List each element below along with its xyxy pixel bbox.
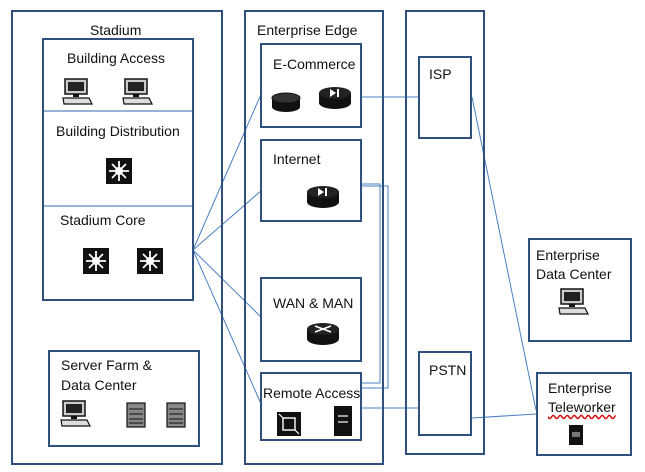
enterprise-data-center-label-line1: Enterprise (536, 247, 600, 263)
internet-box (260, 139, 362, 222)
provider-column (405, 10, 485, 455)
isp-label: ISP (429, 66, 452, 82)
building-access-label: Building Access (67, 50, 166, 66)
stadium-label: Stadium (90, 22, 142, 38)
multilayer-switch-icon (137, 248, 163, 274)
firewall-icon (334, 406, 352, 436)
enterprise-data-center-box (528, 238, 632, 342)
enterprise-teleworker-box (536, 372, 632, 456)
enterprise-edge-group (244, 10, 384, 465)
enterprise-teleworker-label-line2: Teleworker (548, 399, 616, 415)
pstn-label: PSTN (429, 362, 467, 378)
server-icon (569, 425, 583, 445)
wan-man-label: WAN & MAN (273, 295, 354, 311)
workstation-icon (122, 78, 153, 105)
multilayer-switch-icon (83, 248, 109, 274)
remote-access-label: Remote Access (263, 385, 361, 401)
wan-man-box (260, 277, 362, 362)
workstation-icon (60, 400, 91, 427)
disk-icon (271, 92, 301, 112)
isp-box (418, 56, 472, 139)
enterprise-data-center-label-line2: Data Center (536, 266, 612, 282)
server-farm-box (48, 350, 200, 447)
enterprise-edge-label: Enterprise Edge (257, 22, 358, 38)
stadium-layers-box (42, 38, 194, 301)
router-icon (319, 87, 351, 109)
workstation-icon (558, 288, 589, 315)
server-farm-label-line1: Server Farm & (61, 357, 153, 373)
router-icon (307, 323, 339, 345)
ecommerce-label: E-Commerce (273, 56, 356, 72)
internet-label: Internet (273, 151, 321, 167)
building-distribution-label: Building Distribution (56, 123, 180, 139)
access-server-icon (277, 412, 301, 436)
enterprise-teleworker-label-line1: Enterprise (548, 380, 612, 396)
stadium-core-label: Stadium Core (60, 212, 146, 228)
pstn-box (418, 351, 472, 436)
multilayer-switch-icon (106, 158, 132, 184)
server-icon (126, 402, 146, 428)
ecommerce-box (260, 43, 362, 128)
server-icon (166, 402, 186, 428)
workstation-icon (62, 78, 93, 105)
remote-access-box (260, 372, 362, 441)
server-farm-label-line2: Data Center (61, 377, 137, 393)
router-icon (307, 186, 339, 208)
stadium-group (11, 10, 223, 465)
